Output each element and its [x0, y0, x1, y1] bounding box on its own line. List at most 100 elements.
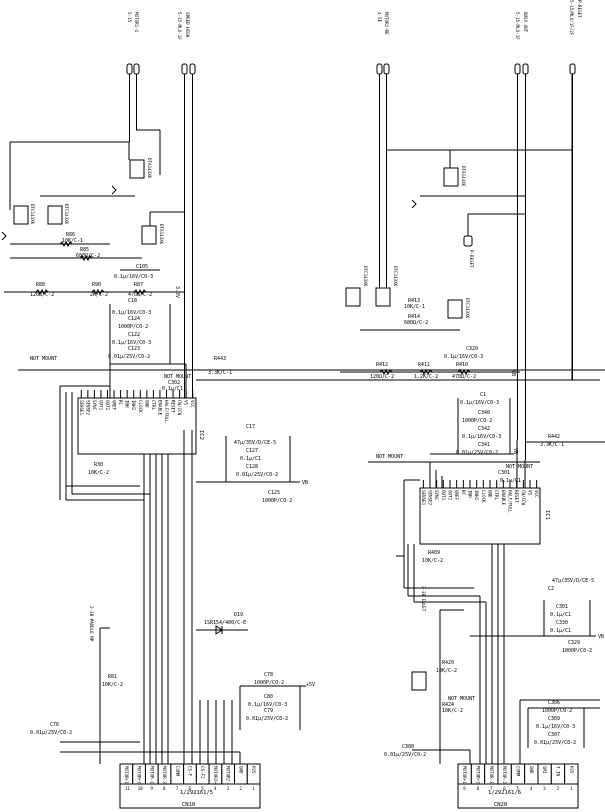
cap-c18-value: 0.1μ/16V/C0-3	[112, 310, 151, 316]
cn20-pin-number: 7	[490, 786, 493, 791]
not-mount-right-2: NOT MOUNT	[506, 464, 533, 470]
cn10-ref: CN10	[182, 802, 195, 808]
cap-c329-ref: C329	[568, 640, 580, 646]
cn10-pin-number: 5	[201, 786, 204, 791]
resistor-r87-ref: R87	[134, 282, 143, 288]
cap-c18-ref: C18	[128, 298, 137, 304]
transistor-q3-part: DTC143XK	[64, 204, 69, 225]
resistor-r88-value: 120Ω/C-2	[30, 292, 54, 298]
resistor-r413-value: 10K/C-1	[404, 304, 425, 310]
ic1-driver: IC1	[419, 487, 550, 545]
cap-c78-value: 1000P/C0-2	[254, 680, 284, 686]
cn20-pin-number: 6	[503, 786, 506, 791]
cap-c123-ref: C123	[128, 346, 140, 352]
cap-c105-ref: C105	[136, 264, 148, 270]
diode-d19-value: 1SR154/400/C-E	[204, 620, 246, 626]
ic1-ref: IC1	[544, 510, 550, 520]
ic2-pin-label: VREF	[112, 400, 117, 411]
ic2-pin-label: SENSE1	[79, 400, 84, 416]
ic2-pin-label: SENSE2	[85, 400, 90, 416]
cap-c342-value: 0.1μ/16V/C0-3	[462, 434, 501, 440]
cn10-pin-number: 1	[252, 786, 255, 791]
cap-c307-value: 0.01μ/25V/C0-2	[534, 740, 576, 746]
net-3v3-left: 3.3V	[174, 286, 180, 298]
ic1-pin-label: OUT1	[441, 490, 446, 501]
ic1-sense-resistor: R409 10K/C-2	[396, 479, 474, 589]
cn20-pin-number: 9	[463, 786, 466, 791]
cn10-pin-number: 4	[214, 786, 217, 791]
resistor-r442-value: 3.3K/C-1	[540, 442, 564, 448]
top-label-motor1-s-desc: 5-15	[127, 12, 132, 23]
vb-main-rail	[196, 74, 600, 381]
resistor-r414-value: 680Ω/C-2	[404, 320, 428, 326]
not-mount-left: NOT MOUNT	[30, 356, 57, 362]
cap-c127-value: 0.1μ/C1	[240, 456, 261, 462]
cn20-part: 1/292161/6	[488, 790, 521, 796]
ic2-pin-label: VCC	[190, 400, 195, 408]
cn10-pin-label: GND	[238, 766, 243, 774]
transistor-q13-part: DTA143XK	[461, 166, 466, 187]
cap-c17-value: 47μ/35V/D/CE-5	[234, 440, 276, 446]
net-5v-left: +5V	[306, 682, 315, 688]
ic2-pin-label: CLOCK	[138, 400, 143, 413]
ic1-pin-label: OUT2	[448, 490, 453, 501]
ic1-pin-label: CLOCK	[481, 490, 486, 503]
cap-c76-value: 0.01μ/25V/C0-2	[30, 730, 72, 736]
ic2-sense-resistor: R30 10K/C-2	[59, 385, 140, 500]
cap-c80-ref: C80	[264, 694, 273, 700]
cn20-pin-label: T-IN	[556, 766, 561, 777]
cap-c128-ref: C128	[246, 464, 258, 470]
transistor-q12-part: DTC143XK	[465, 298, 470, 319]
cn20-pin-number: 3	[543, 786, 546, 791]
right-not-mount: NOT MOUNT NOT MOUNT C301 0.1μ/C1	[368, 454, 540, 484]
resistor-r411-ref: R411	[418, 362, 430, 368]
ic2-pin-label: OUT2	[105, 400, 110, 411]
net-vb-right-top: VB	[510, 370, 516, 376]
cn20-pin-number: 4	[530, 786, 533, 791]
ic2-pin-label: OUT1	[98, 400, 103, 411]
cap-c306-ref: C306	[548, 700, 560, 706]
ic2-pin-label: CTRL	[151, 400, 156, 411]
ic2-pin-label: HALF/FULL	[164, 400, 169, 423]
cap-c340-ref: C340	[478, 410, 490, 416]
cap-c79-ref: C79	[264, 708, 273, 714]
cap-c122-value: 0.1μ/16V/C0-3	[112, 340, 151, 346]
cap-c308-ref: C308	[402, 744, 414, 750]
top-label-busy: BUSY OUT	[523, 12, 528, 33]
cap-c105-value: 0.1μ/16V/C0-3	[114, 274, 153, 280]
resistor-r409-ref: R409	[428, 550, 440, 556]
resistor-r420-value: 10K/C-2	[436, 668, 457, 674]
net-vb-right-low: VB	[598, 634, 604, 640]
resistor-r85-ref: R85	[80, 247, 89, 253]
cap-c342-ref: C342	[478, 426, 490, 432]
cn10-part: 1/292161/5	[180, 790, 213, 796]
cap-c78-ref: C78	[264, 672, 273, 678]
resistor-r410-ref: R410	[456, 362, 468, 368]
cap-c302-value: 0.1μ/C1	[162, 386, 183, 392]
cap-c2-ref: C2	[548, 586, 554, 592]
cn20-pin-label: GND	[529, 766, 534, 774]
cap-c341-ref: C341	[478, 442, 490, 448]
resistor-r442-ref: R442	[548, 434, 560, 440]
ic1-pin-label: ENABLE	[501, 490, 506, 506]
paddle-right: 2-3B INLET	[421, 586, 426, 612]
ic1-pin-label: HALF/FULL	[508, 490, 513, 513]
cap-c124-ref: C124	[128, 316, 140, 322]
cn20-pins: MOTOR+19MOTOR+28MOTOR-17MOTOR-26COMM5GND…	[457, 763, 579, 791]
cap-c308-value: 0.01μ/25V/C0-2	[384, 752, 426, 758]
top-label-p-reset: 5-15/MLO/1F/2F	[569, 0, 574, 36]
resistor-r424-value: 10K/C-2	[442, 708, 463, 714]
cap-c301-ref: C301	[556, 604, 568, 610]
cap-c17-ref: C17	[246, 424, 255, 430]
resistor-r88-ref: R88	[36, 282, 45, 288]
top-label-motor2-re-desc: 4-5E	[377, 12, 382, 23]
cn20-pin-label: MOTOR+2	[476, 766, 481, 784]
cn20-pin-cell	[564, 763, 579, 785]
ic2-pin-label: CW/CCW	[177, 400, 182, 416]
cn20-pin-number: 1	[570, 786, 573, 791]
resistor-r412-value: 120Ω/C-2	[370, 374, 394, 380]
cn10-pin-label: COMM	[175, 766, 180, 777]
